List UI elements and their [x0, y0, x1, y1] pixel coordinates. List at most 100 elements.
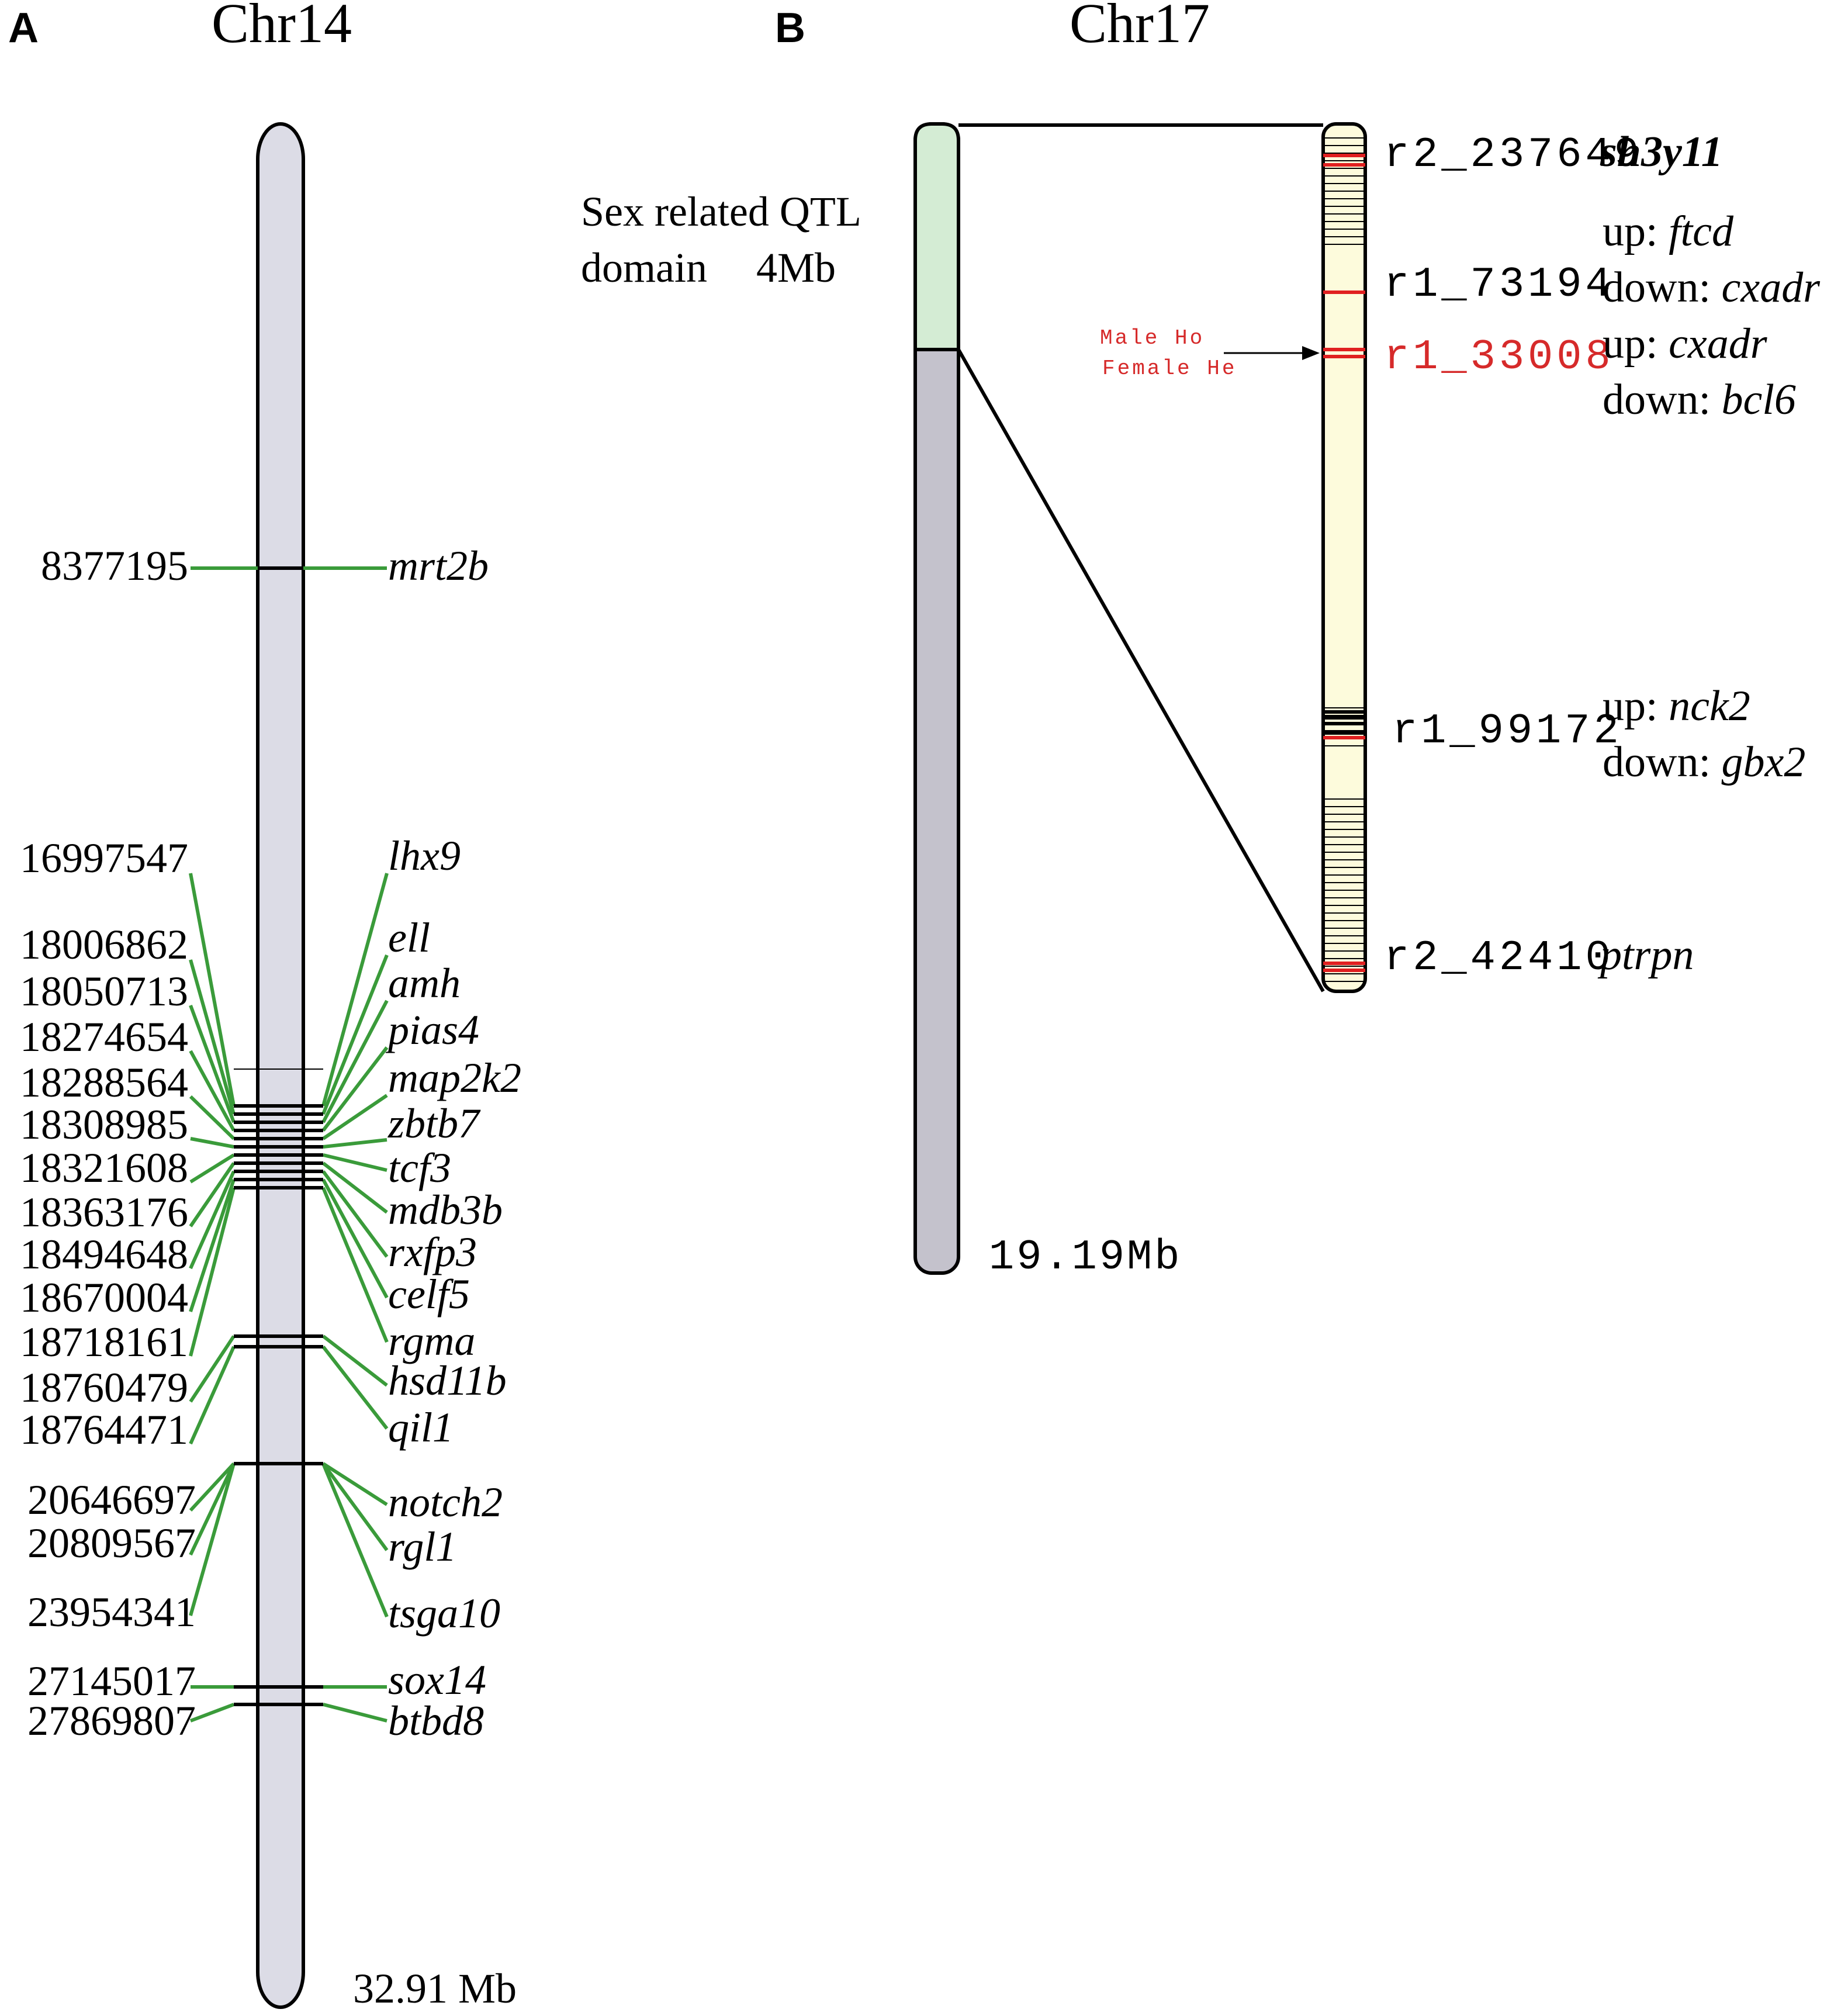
position-label: 20809567	[27, 1520, 196, 1567]
chr17-size-label: 19.19Mb	[989, 1233, 1182, 1281]
connector-line-right	[323, 1153, 387, 1172]
annotation-up: up: nck2	[1603, 682, 1750, 730]
position-label: 18764471	[20, 1406, 188, 1453]
gene-label: map2k2	[388, 1054, 521, 1101]
gene-label: tcf3	[388, 1144, 451, 1191]
gene-label: tsga10	[388, 1590, 500, 1637]
position-label: 18006862	[20, 921, 188, 968]
annotation-up-gene: ftcd	[1669, 208, 1734, 255]
annotation-up-label: up:	[1603, 320, 1669, 368]
qtl-domain-region	[913, 122, 960, 351]
position-label: 20646697	[27, 1476, 196, 1523]
genotype-note-male: Male Ho	[1100, 326, 1205, 350]
chr17-title: Chr17	[1070, 0, 1210, 54]
marker-label: r2_237649	[1384, 131, 1643, 179]
qtl-zoom-region	[1321, 122, 1367, 993]
zoom-connector-bottom	[957, 348, 1325, 993]
connector-line-right	[321, 1187, 389, 1343]
gene-label: rxfp3	[388, 1229, 477, 1275]
chr14-chromosome	[256, 122, 305, 2009]
marker-label: r1_99172	[1392, 707, 1622, 755]
chr14-title: Chr14	[212, 0, 352, 54]
connector-line-left	[189, 1187, 236, 1357]
position-label: 18288564	[20, 1059, 188, 1106]
annotation-gene: sh3y11	[1600, 128, 1723, 176]
connector-line-right	[321, 1170, 389, 1258]
gene-label: mdb3b	[388, 1187, 503, 1233]
position-label: 27145017	[27, 1658, 196, 1704]
position-label: 18718161	[20, 1319, 188, 1365]
annotation-down: down: cxadr	[1603, 264, 1821, 312]
connector-line-left	[189, 1170, 236, 1270]
connector-line-right	[321, 1046, 389, 1132]
chr14-connector-lines	[189, 566, 389, 1723]
position-label: 18321608	[20, 1144, 188, 1191]
connector-line-right	[322, 1334, 388, 1387]
annotation-down-gene: bcl6	[1722, 376, 1796, 424]
zoom-highlight-ticks	[1323, 154, 1365, 972]
connector-line-left	[189, 1462, 236, 1556]
panel-a-letter: A	[8, 5, 39, 51]
position-label: 27869807	[27, 1697, 196, 1744]
connector-line-right	[323, 1138, 387, 1149]
marker-label: r2_42410	[1384, 934, 1614, 982]
annotation-down-label: down:	[1603, 738, 1722, 786]
panel-a: A Chr14 8377195 16997547 18006862 180507…	[8, 0, 521, 2012]
connector-line-right	[321, 1462, 389, 1551]
position-label: 23954341	[27, 1589, 196, 1635]
annotation-down-gene: gbx2	[1722, 738, 1806, 786]
connector-line-left	[189, 1162, 236, 1227]
gene-label: zbtb7	[387, 1100, 481, 1147]
annotation-down: down: bcl6	[1603, 376, 1796, 424]
connector-line-right	[321, 1346, 389, 1430]
gene-label: notch2	[388, 1479, 503, 1526]
gene-label: celf5	[388, 1271, 470, 1318]
annotation-up-gene: cxadr	[1669, 320, 1768, 368]
connector-line-right	[322, 1462, 388, 1506]
qtl-label-line2: domain	[581, 244, 707, 291]
gene-label: qil1	[388, 1404, 454, 1451]
position-label: 18494648	[20, 1231, 188, 1278]
connector-line-left	[189, 1153, 235, 1184]
position-label: 18308985	[20, 1101, 188, 1148]
connector-line-left	[189, 1335, 236, 1403]
gene-label: mrt2b	[388, 542, 489, 589]
qtl-label-size: 4Mb	[756, 244, 836, 291]
connector-line-left	[189, 1463, 236, 1616]
connector-line-right	[321, 873, 389, 1106]
position-label: 18363176	[20, 1189, 188, 1236]
gene-label: btbd8	[388, 1697, 484, 1744]
connector-line-left	[190, 1137, 234, 1149]
annotation-down-gene: cxadr	[1722, 264, 1821, 312]
connector-line-right	[323, 1703, 387, 1723]
connector-line-right	[321, 1178, 389, 1299]
annotation-down: down: gbx2	[1603, 738, 1805, 786]
connector-line-right	[322, 1161, 388, 1214]
marker-label: r1_73194	[1384, 261, 1614, 309]
annotation-up-label: up:	[1603, 208, 1669, 255]
annotation-up-gene: nck2	[1669, 682, 1750, 730]
connector-line-left	[189, 1703, 235, 1723]
gene-label: rgma	[388, 1318, 475, 1364]
chr14-position-labels: 8377195 16997547 18006862 18050713 18274…	[20, 542, 196, 1744]
chr14-marker-bands	[234, 566, 323, 1706]
panel-b-letter: B	[775, 5, 805, 51]
position-label: 18670004	[20, 1274, 188, 1321]
connector-line-right	[321, 1000, 389, 1123]
position-label: 18050713	[20, 968, 188, 1015]
connector-line-left	[189, 1004, 236, 1123]
annotation-up: up: ftcd	[1603, 208, 1734, 255]
connector-line-left	[189, 1050, 236, 1132]
gene-label: lhx9	[388, 832, 461, 879]
annotation-down-label: down:	[1603, 376, 1722, 424]
connector-line-left	[189, 959, 236, 1115]
connector-line-left	[189, 1179, 236, 1312]
position-label: 18274654	[20, 1014, 188, 1060]
connector-line-left	[189, 1462, 236, 1512]
position-label: 16997547	[20, 835, 188, 881]
genotype-note-female: Female He	[1102, 357, 1237, 381]
marker-label-highlight: r1_33008	[1384, 333, 1614, 381]
gene-label: amh	[388, 960, 461, 1007]
